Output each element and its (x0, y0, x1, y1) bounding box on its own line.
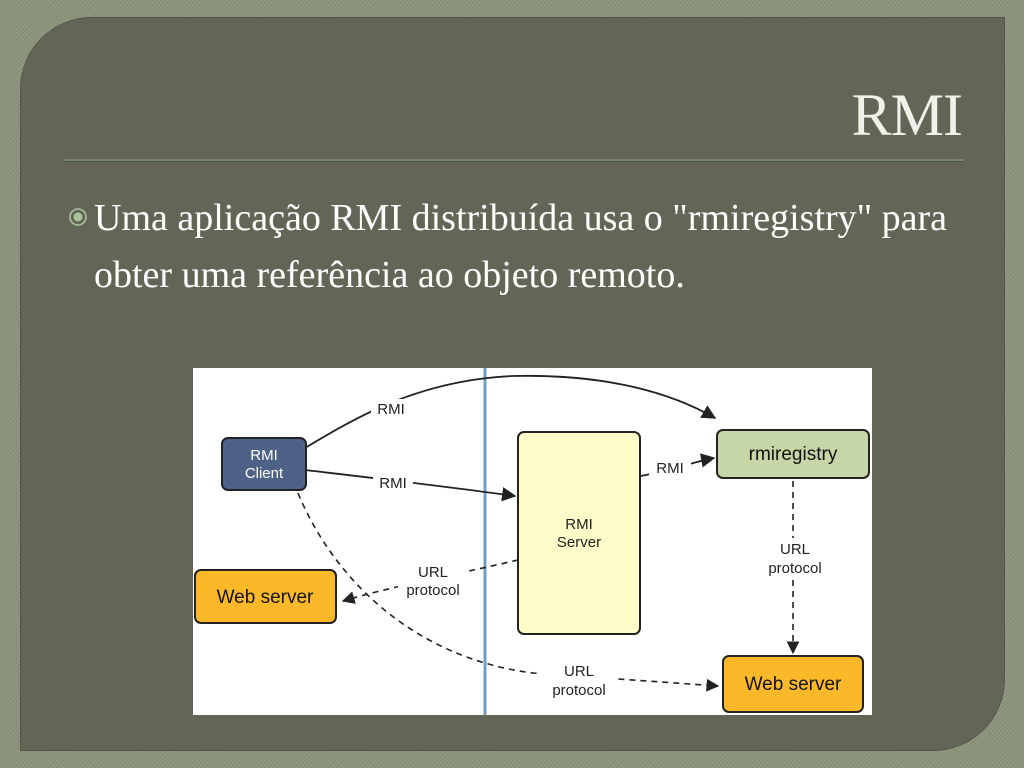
edge-label-client-to-web-right-line1: URL (564, 663, 594, 680)
edge-label-server-to-web-left-line1: URL (418, 564, 448, 581)
web-server-left-label: Web server (217, 587, 314, 608)
title-divider (64, 159, 964, 162)
edge-label-registry-to-web-right-line1: URL (780, 541, 810, 558)
rmi-diagram-svg: RMI RMI RMI URL protocol URL protocol UR… (194, 368, 870, 715)
edge-label-server-to-web-left-line2: protocol (406, 582, 459, 599)
edge-label-client-to-server: RMI (379, 475, 407, 492)
web-server-left-node: Web server (194, 569, 337, 624)
rmi-client-label-line1: RMI (250, 447, 278, 464)
edge-client-to-web-right (297, 492, 720, 692)
rmiregistry-label: rmiregistry (749, 444, 838, 465)
edge-label-client-to-web-right-line2: protocol (552, 682, 605, 699)
rmi-client-node: RMI Client (221, 437, 307, 491)
slide-title: RMI (851, 82, 963, 148)
rmi-server-node: RMI Server (517, 431, 641, 635)
bullet-item: Uma aplicação RMI distribuída usa o "rmi… (64, 190, 954, 304)
circle-bullet-icon (69, 208, 87, 226)
bullet-list: Uma aplicação RMI distribuída usa o "rmi… (64, 190, 964, 304)
rmiregistry-node: rmiregistry (716, 429, 870, 479)
edge-label-client-to-registry: RMI (377, 401, 405, 418)
edge-label-server-to-registry: RMI (656, 460, 684, 477)
rmi-client-label-line2: Client (245, 465, 284, 482)
edge-label-registry-to-web-right-line2: protocol (768, 560, 821, 577)
edge-client-to-registry (304, 374, 717, 449)
web-server-right-label: Web server (745, 674, 842, 695)
web-server-right-node: Web server (722, 655, 864, 713)
bullet-text: Uma aplicação RMI distribuída usa o "rmi… (94, 197, 948, 296)
rmi-server-label-line1: RMI (565, 516, 593, 533)
rmi-server-label-line2: Server (557, 534, 601, 551)
rmi-diagram: RMI RMI RMI URL protocol URL protocol UR… (193, 368, 872, 715)
